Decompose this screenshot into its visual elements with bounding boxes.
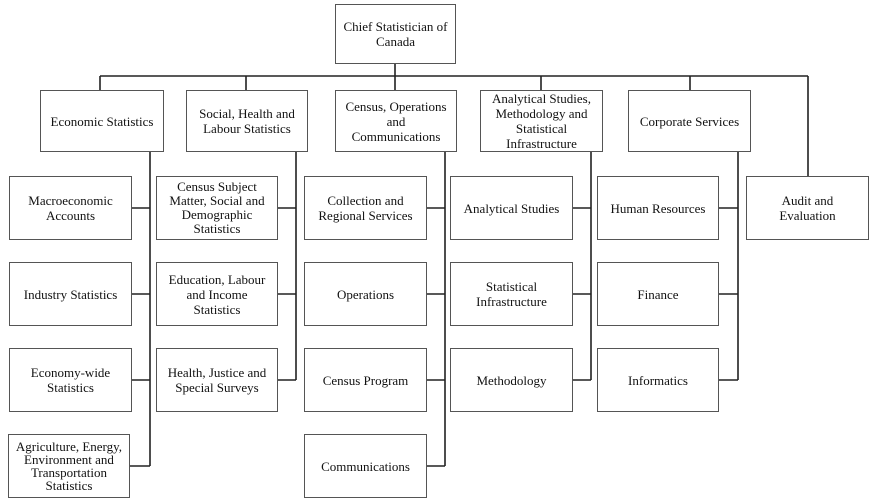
- unit-box: Communications: [304, 434, 427, 498]
- unit-box: Statistical Infrastructure: [450, 262, 573, 326]
- unit-box: Agriculture, Energy, Environment and Tra…: [8, 434, 130, 498]
- unit-box: Informatics: [597, 348, 719, 412]
- division-economic-statistics: Economic Statistics: [40, 90, 164, 152]
- unit-box: Industry Statistics: [9, 262, 132, 326]
- audit-evaluation-box: Audit and Evaluation: [746, 176, 869, 240]
- division-social-health-labour: Social, Health and Labour Statistics: [186, 90, 308, 152]
- unit-box: Human Resources: [597, 176, 719, 240]
- division-corporate-services: Corporate Services: [628, 90, 751, 152]
- unit-box: Census Subject Matter, Social and Demogr…: [156, 176, 278, 240]
- chief-statistician-box: Chief Statistician of Canada: [335, 4, 456, 64]
- unit-box: Health, Justice and Special Surveys: [156, 348, 278, 412]
- unit-box: Macroeconomic Accounts: [9, 176, 132, 240]
- division-census-operations-communications: Census, Operations and Communications: [335, 90, 457, 152]
- unit-box: Analytical Studies: [450, 176, 573, 240]
- unit-box: Economy-wide Statistics: [9, 348, 132, 412]
- unit-box: Finance: [597, 262, 719, 326]
- unit-box: Operations: [304, 262, 427, 326]
- unit-box: Collection and Regional Services: [304, 176, 427, 240]
- unit-box: Methodology: [450, 348, 573, 412]
- unit-box: Census Program: [304, 348, 427, 412]
- division-analytical-methodology: Analytical Studies, Methodology and Stat…: [480, 90, 603, 152]
- unit-box: Education, Labour and Income Statistics: [156, 262, 278, 326]
